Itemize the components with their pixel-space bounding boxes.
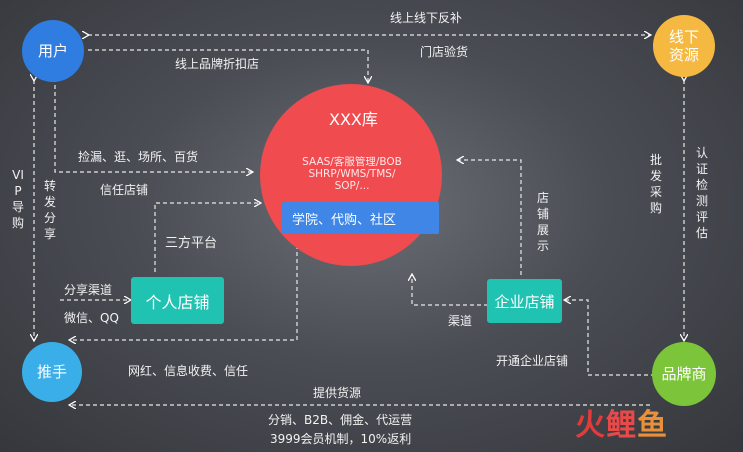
promoter-label: 推手 xyxy=(36,363,67,381)
promoter-node[interactable]: 推手 xyxy=(22,342,82,402)
link-center-promoter xyxy=(70,238,298,340)
logo-part-1: 火 xyxy=(575,408,606,443)
user-node[interactable]: 用户 xyxy=(22,20,84,82)
label-open-enterprise-store: 开通企业店铺 xyxy=(496,354,569,368)
center-library-circle[interactable] xyxy=(260,84,442,266)
label-influencer: 网红、信息收费、信任 xyxy=(128,364,249,378)
brand-node[interactable]: 品牌商 xyxy=(652,342,716,406)
user-label: 用户 xyxy=(37,42,68,60)
link-enterprise-center-channel xyxy=(412,275,488,306)
logo-part-2: 鲤 xyxy=(606,408,637,443)
offline-resources-node[interactable]: 线下资源 xyxy=(653,15,715,77)
enterprise-store-label: 企业店铺 xyxy=(494,292,555,311)
label-online-brand-discount: 线上品牌折扣店 xyxy=(175,57,260,71)
enterprise-store-box[interactable]: 企业店铺 xyxy=(487,279,562,323)
personal-store-label: 个人店铺 xyxy=(145,292,210,312)
label-membership: 3999会员机制，10%返利 xyxy=(270,432,412,446)
label-trusted-store: 信任店铺 xyxy=(100,183,149,197)
link-brand-enterprise xyxy=(565,300,655,376)
services-bar[interactable]: 学院、代购、社区 xyxy=(282,202,439,234)
offline-resources-label: 线下资源 xyxy=(668,28,699,64)
personal-store-box[interactable]: 个人店铺 xyxy=(131,277,224,324)
label-certification: 认证检测评估 xyxy=(695,146,708,240)
services-label: 学院、代购、社区 xyxy=(292,212,397,228)
label-distribution: 分销、B2B、佣金、代运营 xyxy=(268,413,413,427)
link-user-center-bargain xyxy=(54,78,252,172)
label-wholesale: 批发采购 xyxy=(649,153,662,215)
link-enterprise-center-display xyxy=(458,160,522,275)
label-store-display: 店铺展示 xyxy=(536,191,549,253)
systems-line-2: SHRP/WMS/TMS/ xyxy=(308,168,396,180)
label-store-verify: 门店验货 xyxy=(420,45,469,59)
brand-logo: 火鲤鱼 xyxy=(575,408,668,444)
link-user-center-discount xyxy=(88,49,368,82)
label-third-party: 三方平台 xyxy=(165,236,218,251)
label-supply: 提供货源 xyxy=(313,386,362,400)
label-wechat-qq: 微信、QQ xyxy=(64,311,119,325)
link-personal-center xyxy=(154,203,260,272)
systems-line-1: SAAS/客服管理/BOB xyxy=(302,156,402,168)
logo-part-3: 鱼 xyxy=(637,408,668,443)
systems-line-3: SOP/... xyxy=(334,180,370,192)
center-systems: SAAS/客服管理/BOB SHRP/WMS/TMS/ SOP/... xyxy=(282,156,422,192)
label-channel: 渠道 xyxy=(448,314,473,328)
label-vip-guide: VIP导购 xyxy=(11,168,24,230)
label-online-offline-subsidy: 线上线下反补 xyxy=(390,11,463,25)
brand-label: 品牌商 xyxy=(661,365,707,383)
label-share-channel: 分享渠道 xyxy=(64,283,113,297)
label-bargain: 捡漏、逛、场所、百货 xyxy=(78,150,199,164)
label-repost-share: 转发分享 xyxy=(43,179,56,241)
center-title: XXX库 xyxy=(329,110,378,129)
